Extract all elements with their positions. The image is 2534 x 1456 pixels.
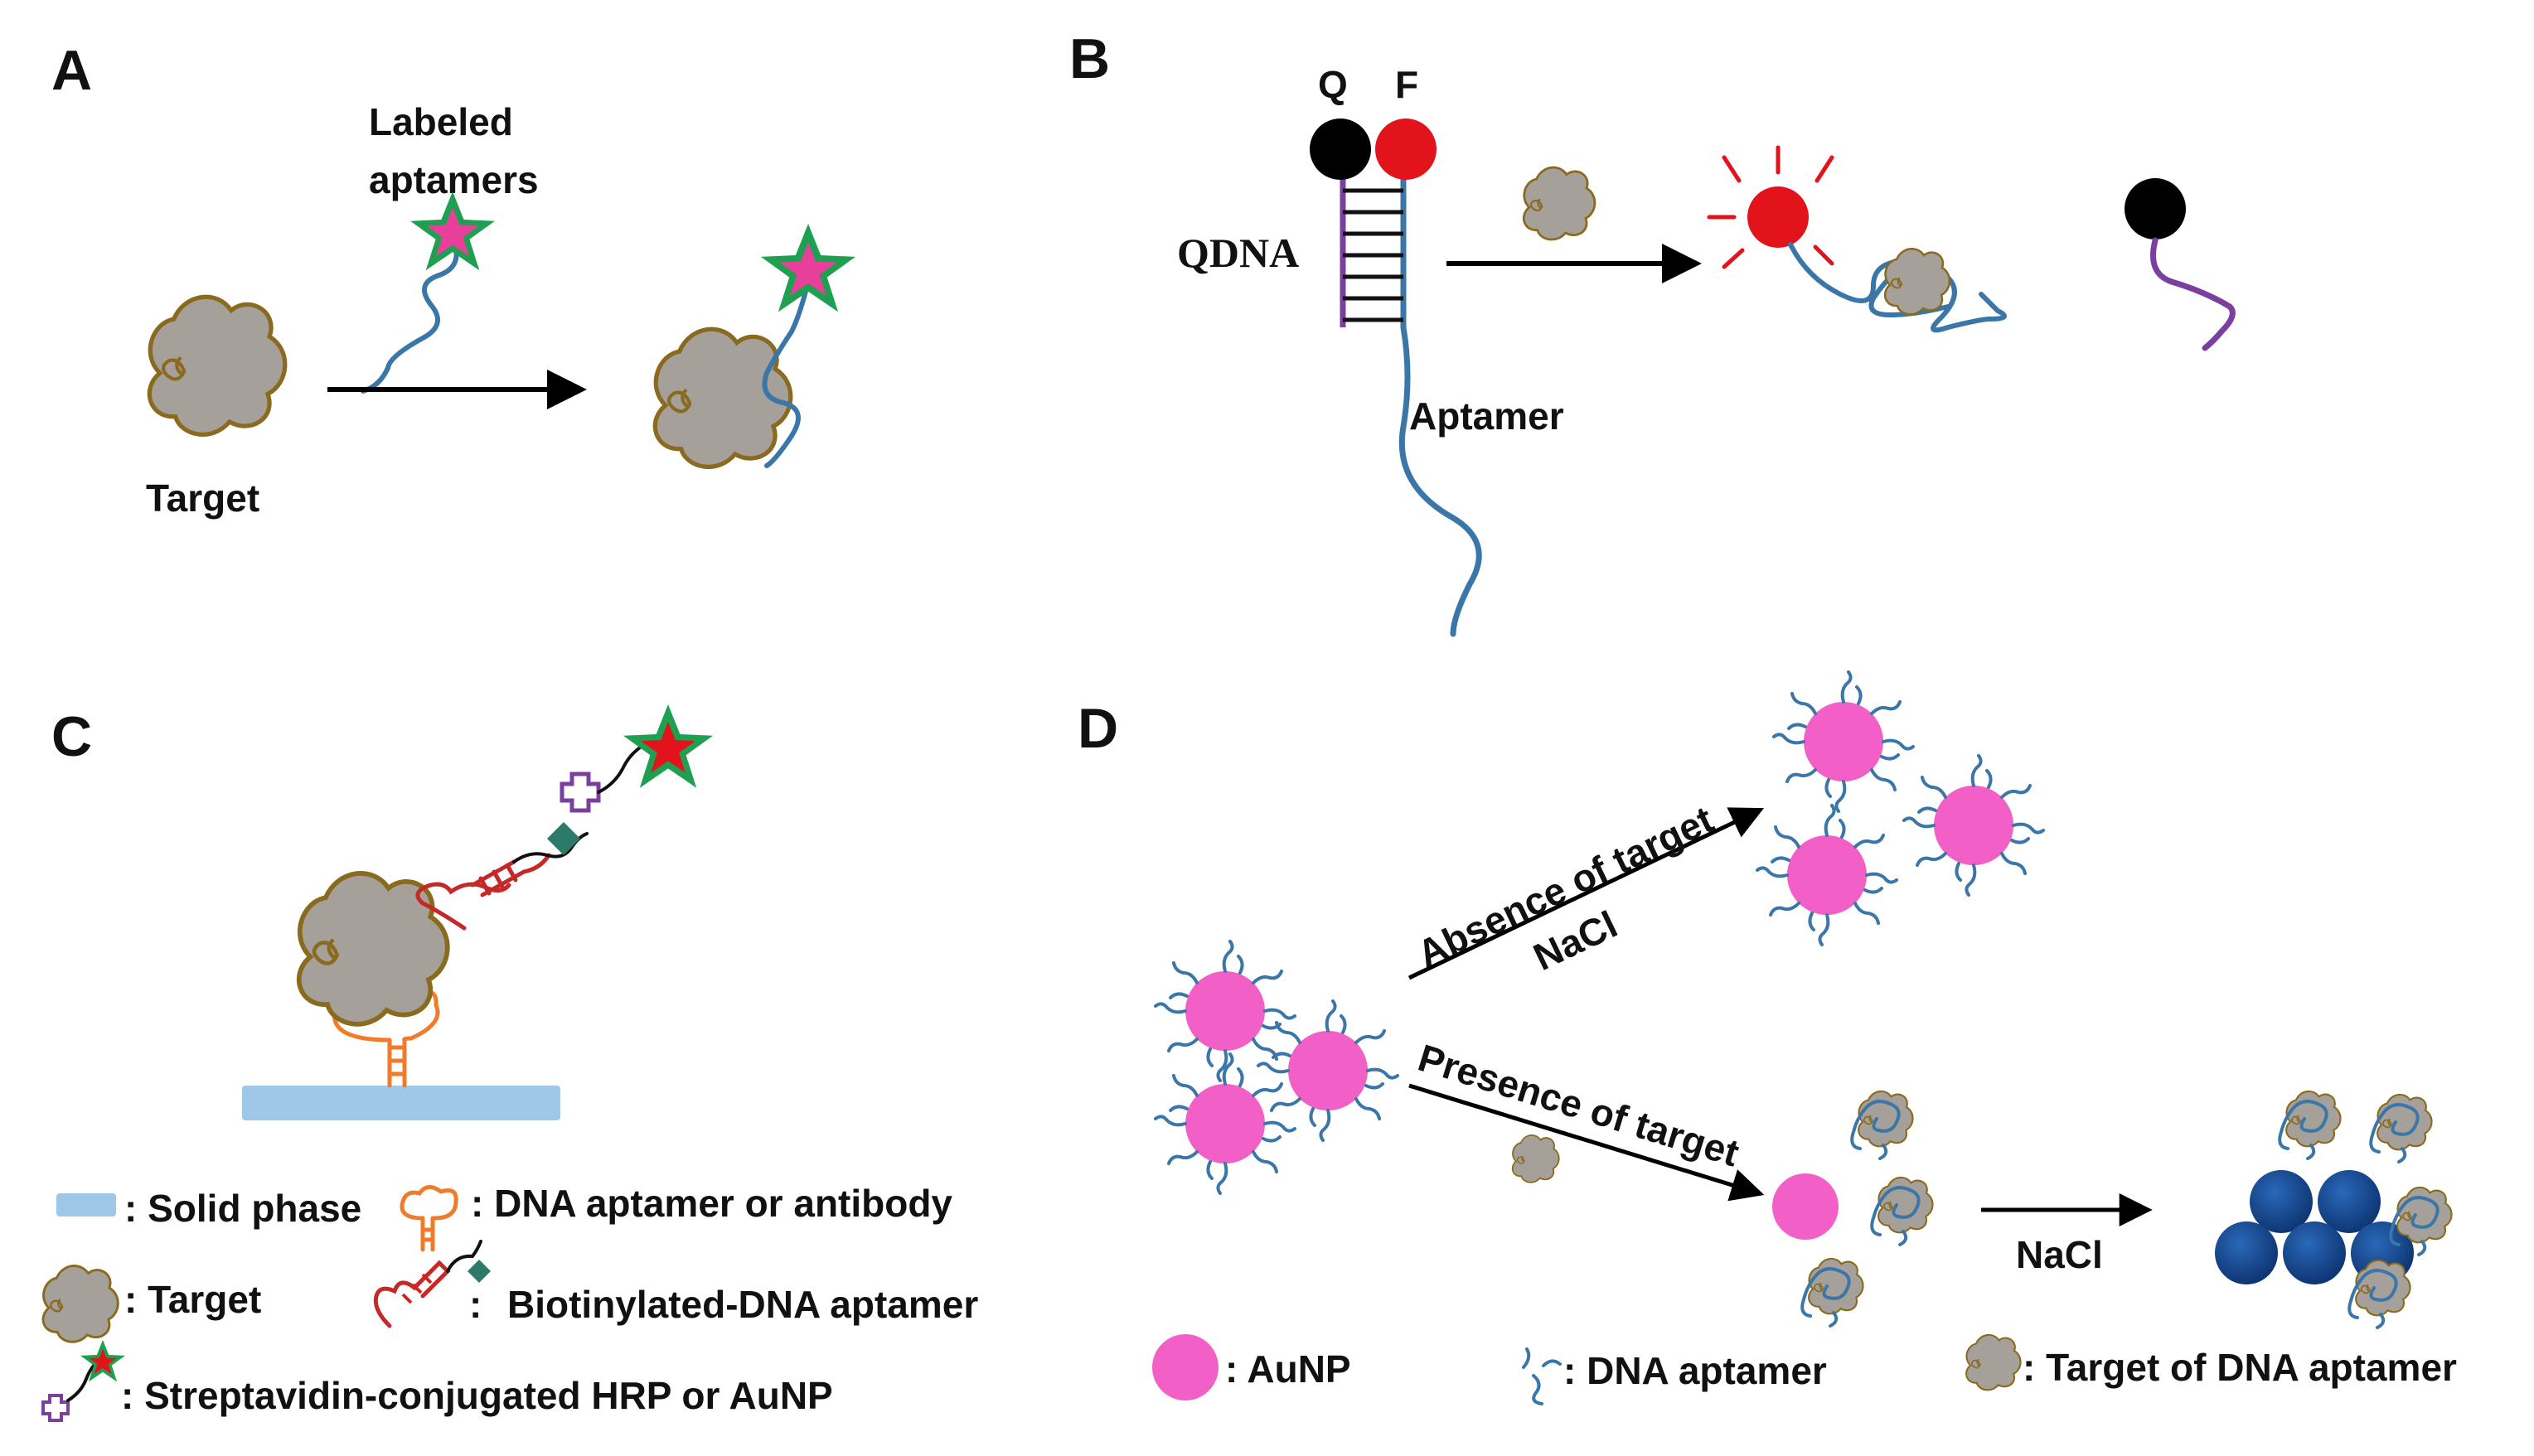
detection-aptamer <box>415 853 551 931</box>
legend-biotin-colon: : <box>469 1283 482 1326</box>
aggregated-aunps <box>2215 1170 2414 1284</box>
legend-streptavidin-swatch <box>41 1340 125 1422</box>
target-b <box>1522 166 1596 241</box>
presence-of-target-label: Presence of target <box>1413 1036 1744 1175</box>
aptamer-tail <box>1398 324 1482 637</box>
target-c <box>299 873 448 1024</box>
duplex-base-pairs <box>1343 188 1403 322</box>
legend-target-of-dna-aptamer: : Target of DNA aptamer <box>2023 1346 2457 1389</box>
legend-target: : Target <box>124 1278 261 1321</box>
legend-aunp-swatch <box>1152 1334 1219 1400</box>
panel-d: D Absence of target NaCl Presence of tar… <box>1078 670 2457 1405</box>
bound-aptamer <box>761 224 855 468</box>
quencher-label: Q <box>1318 63 1348 106</box>
legend-target-aptamer-swatch <box>1965 1333 2022 1391</box>
legend-biotin-swatch <box>373 1240 491 1328</box>
hrp-star <box>623 704 713 788</box>
quencher-dot <box>1310 119 1371 180</box>
start-aunps <box>1154 940 1399 1195</box>
fluorophore-label: F <box>1395 63 1418 106</box>
streptavidin-cross <box>560 772 601 813</box>
panel-a-letter: A <box>51 39 92 102</box>
legend-dna-aptamer-swatch <box>1522 1347 1562 1405</box>
panel-b: B Q F QDNA Aptamer <box>1069 27 2236 637</box>
target-d <box>1511 1134 1560 1183</box>
labeled-aptamer <box>361 191 495 394</box>
fluorophore-star <box>410 191 495 271</box>
arrow-presence <box>1408 1083 1765 1202</box>
target-label: Target <box>146 476 259 520</box>
legend-solid-phase: : Solid phase <box>124 1187 361 1230</box>
fluorescence-burst <box>1707 145 1834 269</box>
legend-aunp: : AuNP <box>1225 1347 1351 1391</box>
legend-capture-swatch <box>400 1185 458 1252</box>
legend-dna-aptamer-antibody: : DNA aptamer or antibody <box>471 1182 952 1225</box>
panel-c: C : Solid phase <box>41 704 978 1422</box>
aptamer-label: Aptamer <box>1409 394 1564 438</box>
legend-solid-phase-swatch <box>56 1193 116 1217</box>
solid-phase-plate <box>242 1086 560 1120</box>
nacl-lower-label: NaCl <box>2016 1233 2103 1276</box>
panel-b-letter: B <box>1069 27 1110 90</box>
biotin-diamond <box>547 822 580 855</box>
released-quencher <box>2125 178 2186 239</box>
released-fluorophore <box>1747 186 1809 248</box>
panel-d-letter: D <box>1078 697 1118 760</box>
bare-aunp <box>1772 1173 1839 1240</box>
legend-dna-aptamer: : DNA aptamer <box>1563 1349 1827 1392</box>
qdna-label: QDNA <box>1177 230 1299 276</box>
free-target <box>149 297 284 434</box>
legend-biotinylated-aptamer: Biotinylated-DNA aptamer <box>507 1283 978 1326</box>
labeled-aptamers-line1: Labeled <box>369 100 513 143</box>
released-qdna <box>2150 237 2236 351</box>
bound-fluorophore-star <box>761 224 855 312</box>
legend-streptavidin: : Streptavidin-conjugated HRP or AuNP <box>121 1374 833 1417</box>
arrow-absence <box>1408 807 1765 980</box>
dispersed-aunps <box>1756 670 2045 946</box>
fluorophore-dot <box>1375 119 1437 180</box>
panel-c-letter: C <box>51 705 92 768</box>
legend-target-swatch <box>41 1265 119 1343</box>
captured-target-b <box>1883 247 1951 316</box>
panel-a: A Labeled aptamers Target <box>51 39 855 520</box>
